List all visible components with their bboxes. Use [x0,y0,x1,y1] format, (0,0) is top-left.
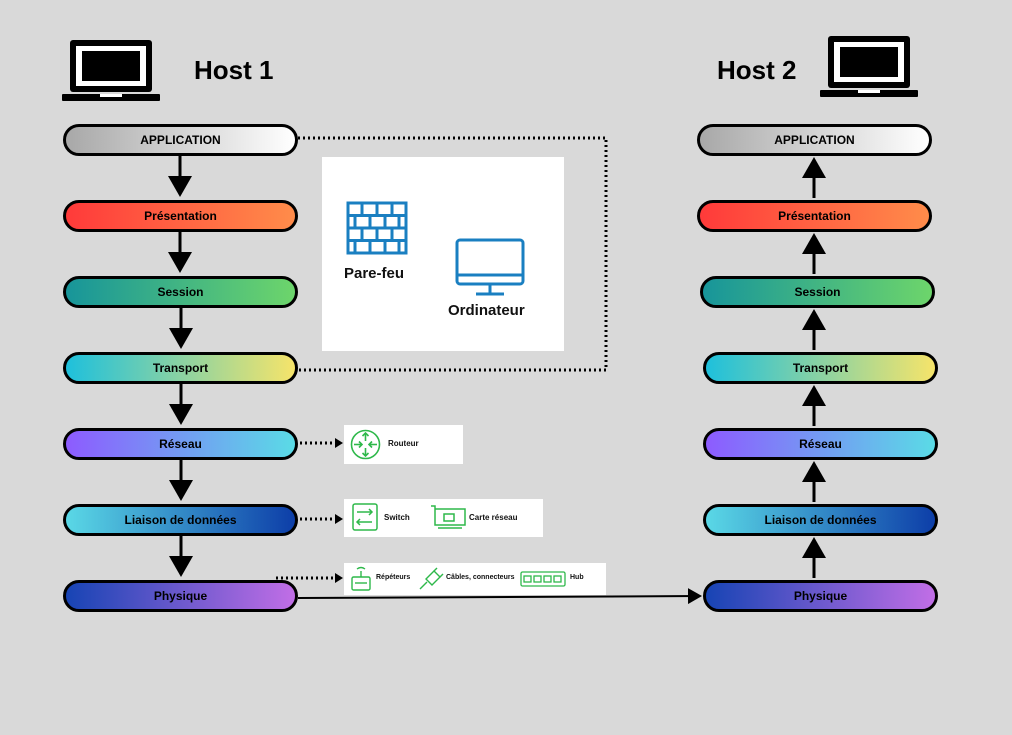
repeater-icon [351,566,371,591]
host2-layer-liaison: Liaison de données [703,504,938,536]
laptop-icon [820,36,918,97]
firewall-icon [346,201,408,255]
host1-title: Host 1 [194,55,274,85]
switch-label: Switch [384,513,410,522]
host1-layer-presentation: Présentation [63,200,298,232]
host1-layer-reseau: Réseau [63,428,298,460]
host2-layer-session: Session [700,276,935,308]
firewall-label: Pare-feu [344,265,405,282]
physical-devices-box: Répéteurs Câbles, connecteurs Hub [344,563,606,595]
host2-layer-application: APPLICATION [697,124,932,156]
laptop-icon [62,40,160,101]
cables-label: Câbles, connecteurs [446,574,515,581]
host2-layer-reseau: Réseau [703,428,938,460]
repeaters-label: Répéteurs [376,574,411,581]
network-card-label: Carte réseau [469,513,518,522]
physical-link [297,588,702,605]
computer-icon [455,238,525,296]
host2-layer-transport: Transport [703,352,938,384]
host1-layer-session: Session [63,276,298,308]
switch-icon [352,503,378,531]
host2-layer-presentation: Présentation [697,200,932,232]
cable-connector-icon [419,567,444,590]
host1-layer-transport: Transport [63,352,298,384]
host1-arrows [168,156,193,577]
router-icon [350,429,381,460]
computer-label: Ordinateur [448,302,525,319]
hub-icon [520,571,566,587]
router-label: Routeur [388,439,419,448]
host1-layer-physique: Physique [63,580,298,612]
router-box: Routeur [344,425,463,464]
datalink-devices-box: Switch Carte réseau [344,499,543,537]
hub-label: Hub [570,574,584,581]
host2-title: Host 2 [717,55,797,85]
host1-layer-liaison: Liaison de données [63,504,298,536]
network-card-icon [431,505,466,529]
host1-layer-application: APPLICATION [63,124,298,156]
upper-devices-panel: Pare-feu Ordinateur [322,157,564,351]
host2-layer-physique: Physique [703,580,938,612]
